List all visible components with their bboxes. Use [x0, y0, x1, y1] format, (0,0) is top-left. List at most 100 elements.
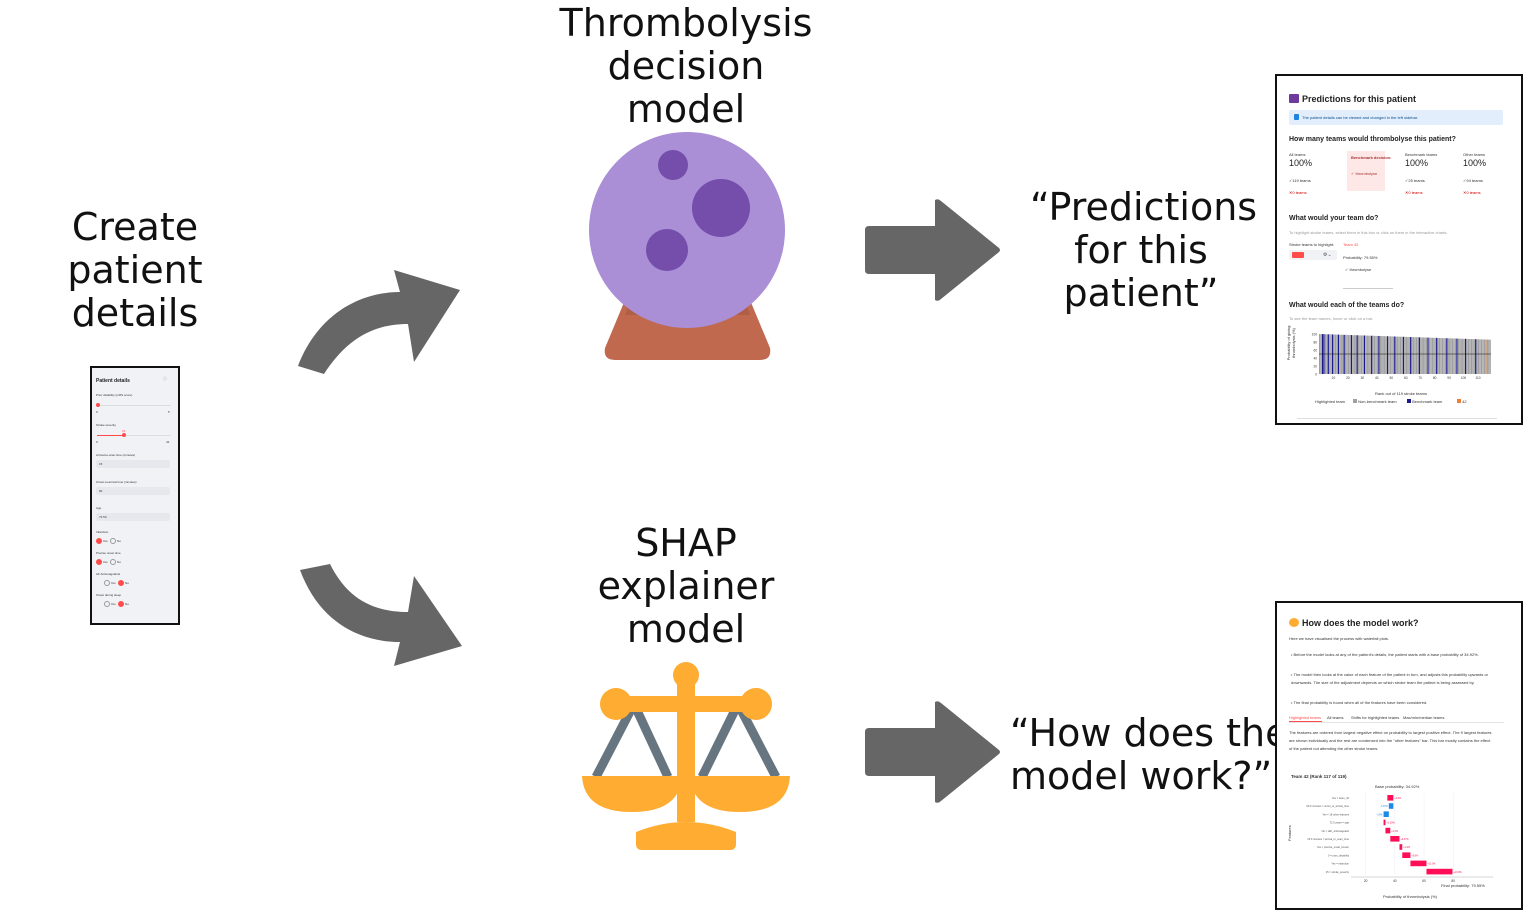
team-bar[interactable] [1477, 339, 1480, 374]
team-bar[interactable] [1365, 335, 1367, 374]
team-bar[interactable] [1427, 337, 1429, 374]
radio-group[interactable]: Yes No [96, 559, 121, 565]
team-bar[interactable] [1467, 338, 1470, 374]
slider-handle[interactable] [122, 433, 126, 437]
slider-track[interactable] [97, 435, 171, 436]
team-bar[interactable] [1446, 338, 1448, 374]
shap-bar[interactable] [1399, 844, 1403, 850]
team-bar[interactable] [1337, 334, 1340, 374]
team-bar[interactable] [1345, 334, 1347, 374]
team-bar[interactable] [1483, 339, 1486, 374]
team-bar[interactable] [1350, 335, 1353, 374]
team-bar[interactable] [1480, 339, 1483, 374]
radio-group[interactable]: Yes No [104, 601, 129, 607]
team-bar[interactable] [1421, 337, 1423, 374]
team-bar[interactable] [1428, 337, 1431, 374]
team-bar[interactable] [1339, 334, 1341, 374]
team-bar[interactable] [1399, 336, 1402, 374]
team-bar[interactable] [1489, 339, 1491, 374]
team-bar[interactable] [1340, 334, 1342, 374]
slider-track[interactable] [97, 405, 171, 406]
team-bar[interactable] [1441, 338, 1444, 374]
team-bar[interactable] [1438, 337, 1441, 374]
team-bar[interactable] [1423, 337, 1425, 374]
team-bar[interactable] [1395, 336, 1397, 374]
team-bar[interactable] [1460, 338, 1462, 374]
team-bar[interactable] [1384, 336, 1386, 374]
team-bar[interactable] [1420, 337, 1422, 374]
team-bar[interactable] [1464, 338, 1467, 374]
team-bar[interactable] [1450, 338, 1452, 374]
team-bar[interactable] [1454, 338, 1457, 374]
team-bar[interactable] [1392, 336, 1394, 374]
shap-bar[interactable] [1387, 795, 1394, 801]
team-chip[interactable]: 42 × [1292, 252, 1304, 266]
shap-bar[interactable] [1410, 860, 1427, 867]
number-input[interactable]: 90 [96, 487, 170, 495]
team-bar[interactable] [1453, 338, 1455, 374]
team-bar[interactable] [1488, 339, 1490, 374]
team-bar[interactable] [1355, 335, 1357, 374]
tab-all-teams[interactable]: All teams [1327, 715, 1344, 720]
team-multiselect[interactable]: 42 × ⚙⌄ [1289, 250, 1337, 266]
team-bar[interactable] [1366, 335, 1368, 374]
team-bar[interactable] [1378, 335, 1380, 374]
team-bar[interactable] [1373, 335, 1376, 374]
team-bar[interactable] [1334, 334, 1337, 374]
tab-max-min-median[interactable]: Max/min/median teams [1403, 715, 1445, 720]
team-bar[interactable] [1398, 336, 1400, 374]
team-bar[interactable] [1417, 337, 1419, 374]
team-bar[interactable] [1437, 337, 1439, 374]
team-bar[interactable] [1476, 339, 1478, 374]
shap-bar[interactable] [1426, 868, 1453, 875]
team-bar[interactable] [1336, 334, 1338, 374]
team-bar[interactable] [1347, 334, 1350, 374]
tab-highlighted-teams[interactable]: Highlighted teams [1289, 715, 1322, 720]
team-bar[interactable] [1386, 336, 1389, 374]
team-bar[interactable] [1479, 339, 1481, 374]
team-bar[interactable] [1430, 337, 1432, 374]
team-bar[interactable] [1470, 339, 1473, 374]
team-bar[interactable] [1394, 336, 1396, 374]
team-bar[interactable] [1472, 339, 1474, 374]
team-bar[interactable] [1356, 335, 1358, 374]
team-bar[interactable] [1343, 334, 1345, 374]
team-bar[interactable] [1444, 338, 1446, 374]
team-bar[interactable] [1397, 336, 1399, 374]
team-bar[interactable] [1353, 335, 1355, 374]
shap-bar[interactable] [1388, 803, 1394, 809]
team-bar[interactable] [1418, 337, 1420, 374]
radio-group[interactable]: Yes No [104, 580, 129, 586]
team-bar[interactable] [1443, 338, 1445, 374]
slider-handle[interactable] [96, 403, 100, 407]
team-bar[interactable] [1388, 336, 1390, 374]
team-bar[interactable] [1415, 337, 1418, 374]
team-bar[interactable] [1433, 337, 1435, 374]
team-bar[interactable] [1434, 337, 1436, 374]
team-bar[interactable] [1349, 335, 1351, 374]
team-bar[interactable] [1407, 336, 1409, 374]
team-bar[interactable] [1462, 338, 1464, 374]
team-bar[interactable] [1360, 335, 1363, 374]
chevron-down-icon[interactable]: ⚙⌄ [1323, 252, 1332, 258]
team-bar[interactable] [1346, 334, 1348, 374]
team-bar[interactable] [1358, 335, 1360, 374]
number-input[interactable]: 15 [96, 460, 170, 468]
team-bar[interactable] [1456, 338, 1458, 374]
team-bar[interactable] [1411, 337, 1413, 374]
team-bar[interactable] [1342, 334, 1344, 374]
team-bar[interactable] [1381, 336, 1383, 374]
team-bar[interactable] [1375, 335, 1377, 374]
team-bar[interactable] [1459, 338, 1461, 374]
team-bar[interactable] [1440, 338, 1442, 374]
team-bar[interactable] [1424, 337, 1426, 374]
number-input[interactable]: 72.50 [96, 513, 170, 521]
team-bar[interactable] [1405, 336, 1407, 374]
team-bar[interactable] [1473, 339, 1475, 374]
team-bar[interactable] [1463, 338, 1465, 374]
team-bar[interactable] [1368, 335, 1370, 374]
team-bar[interactable] [1401, 336, 1403, 374]
team-bar[interactable] [1410, 337, 1412, 374]
shap-bar[interactable] [1390, 836, 1400, 842]
team-bar[interactable] [1369, 335, 1371, 374]
